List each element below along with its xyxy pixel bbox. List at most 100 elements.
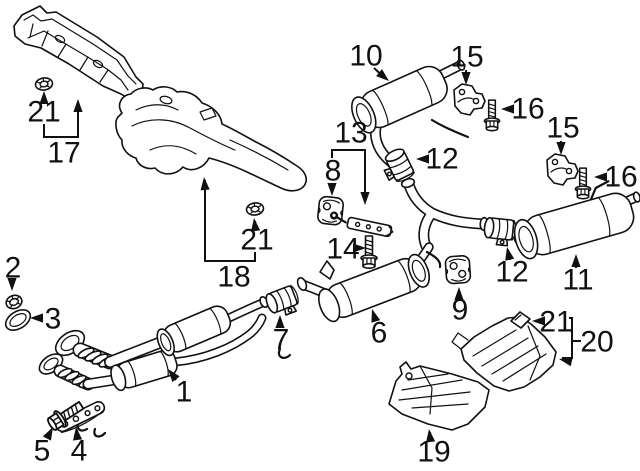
callout-17: 17: [43, 99, 83, 170]
part-1-front-pipe-catalytic-assembly: [38, 296, 292, 438]
callout-label-14: 14: [326, 233, 359, 266]
callout-19: 19: [417, 429, 451, 469]
callout-8: 8: [325, 155, 342, 196]
arrowhead: [532, 316, 545, 326]
callout-label-15: 15: [450, 41, 483, 74]
callout-label-16: 16: [604, 161, 637, 194]
arrowhead: [73, 99, 83, 112]
callout-11: 11: [562, 254, 594, 297]
callout-13: 13: [331, 117, 370, 205]
callout-label-20: 20: [580, 326, 613, 359]
part-14-bolt: [360, 235, 378, 270]
arrowhead: [501, 104, 514, 114]
callout-label-12: 12: [425, 143, 458, 176]
arrowhead: [426, 429, 436, 443]
callout-20: 20: [559, 317, 614, 367]
callout-18: 18: [200, 177, 256, 294]
arrowhead: [454, 287, 464, 300]
part-15-bracket-right: [546, 153, 579, 186]
callout-label-8: 8: [325, 155, 342, 188]
arrowhead: [461, 72, 471, 85]
arrowhead: [416, 154, 429, 164]
part-7-clamp: [263, 283, 304, 321]
callout-label-9: 9: [452, 294, 469, 327]
callout-label-16: 16: [511, 93, 544, 126]
callout-3: 3: [30, 303, 61, 336]
arrowhead: [30, 313, 43, 323]
callout-label-11: 11: [562, 264, 593, 297]
callout-label-3: 3: [45, 303, 62, 336]
part-12-clamp-rear: [482, 216, 518, 248]
arrowhead: [376, 69, 389, 81]
arrowhead: [505, 247, 515, 261]
part-8-rubber-hanger: [316, 195, 345, 227]
part-18-heat-shield-center: [115, 86, 307, 192]
catalytic-converter-lower: [110, 349, 178, 392]
callout-2: 2: [5, 252, 22, 291]
callout-label-21: 21: [27, 96, 60, 129]
callout-15: 15: [546, 112, 580, 155]
arrowhead: [571, 254, 581, 267]
part-17-heat-shield-front: [13, 5, 144, 101]
arrowhead: [275, 315, 285, 328]
callout-label-10: 10: [349, 40, 382, 73]
leader-line: [204, 180, 256, 262]
part-15-bracket-left: [453, 83, 486, 116]
arrowhead: [327, 183, 337, 196]
callout-21: 21: [532, 306, 573, 339]
part-20-heat-shield-rear-upper: [451, 316, 557, 392]
arrowhead: [559, 357, 573, 367]
callout-label-21: 21: [240, 224, 273, 257]
arrowhead: [73, 427, 83, 441]
part-16-bolt-left: [483, 99, 501, 132]
arrowhead: [251, 218, 261, 232]
callout-10: 10: [349, 40, 389, 81]
callout-label-21: 21: [539, 306, 572, 339]
arrowhead: [360, 192, 370, 205]
catalytic-converter-upper: [156, 305, 232, 357]
arrowhead: [200, 177, 210, 191]
callout-16: 16: [501, 93, 545, 126]
callout-label-17: 17: [47, 137, 80, 170]
arrowhead: [168, 369, 180, 383]
part-9-rubber-hanger: [444, 254, 472, 285]
part-2-flange-nut: [5, 294, 23, 310]
callout-6: 6: [371, 309, 388, 350]
part-21-push-nut-front: [33, 76, 55, 92]
arrowhead: [353, 243, 366, 253]
callout-7: 7: [273, 315, 290, 357]
callout-12: 12: [495, 247, 529, 289]
callout-14: 14: [326, 233, 366, 266]
callout-21: 21: [27, 91, 61, 129]
callout-1: 1: [168, 369, 193, 409]
callout-9: 9: [452, 287, 469, 327]
part-21-push-nut-rear: [510, 311, 531, 329]
part-21-push-nut-center: [244, 201, 266, 217]
callout-label-2: 2: [5, 252, 22, 285]
leader-line: [331, 149, 366, 202]
callout-label-18: 18: [217, 261, 250, 294]
y-pipe: [400, 177, 489, 252]
callout-21: 21: [240, 218, 274, 257]
callout-label-6: 6: [371, 317, 388, 350]
part-11-rear-muffler-right: [513, 180, 640, 260]
leader-line: [43, 102, 79, 138]
callout-5: 5: [34, 427, 53, 468]
arrowhead: [39, 91, 49, 104]
callout-label-1: 1: [176, 376, 193, 409]
part-6-center-muffler: [296, 242, 442, 323]
callout-label-15: 15: [546, 112, 579, 145]
callout-label-19: 19: [417, 436, 450, 469]
callout-16: 16: [594, 161, 638, 194]
arrowhead: [371, 309, 381, 323]
callout-label-12: 12: [495, 256, 528, 289]
arrowhead: [556, 142, 566, 155]
callout-12: 12: [416, 143, 459, 176]
callout-4: 4: [71, 427, 88, 468]
callout-label-13: 13: [334, 117, 367, 150]
callout-label-4: 4: [71, 435, 88, 468]
callout-label-7: 7: [273, 324, 290, 357]
